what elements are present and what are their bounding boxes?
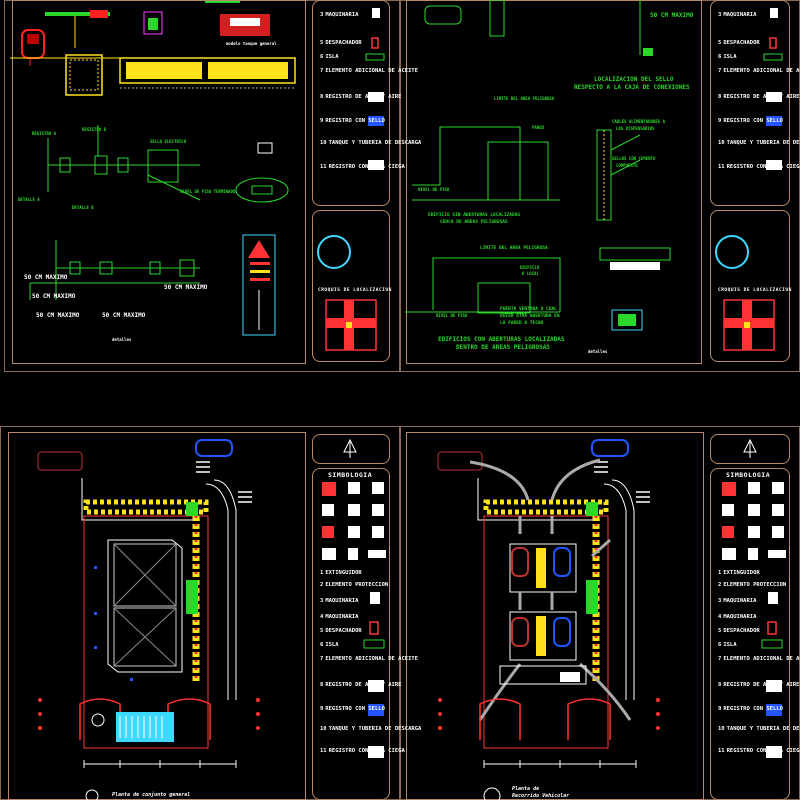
title-block-info-top-left [312,210,390,362]
site-plan-caption: Planta de conjunto general [112,792,191,798]
puerta-label-3: LA PARED O TECHO [500,321,544,326]
limit-area-label-2: LIMITE DEL AREA PELIGROSA [480,246,548,251]
sello-electrico-label: SELLO ELECTRICO [150,139,187,144]
drawing-caption-top-left: detalles [112,337,132,342]
route-plan-caption-2: Recorrido Vehicular [512,793,570,799]
title-block-header-bottom-right [710,434,790,464]
max50-label-4: 50 CM MAXIMO [36,312,80,319]
max50-label-3: 50 CM MAXIMO [164,284,208,291]
edificio-label-2: O LOCAL [522,271,539,276]
bottom-title-2: DENTRO DE AREAS PELIGROSAS [456,344,550,351]
title-block-header-bottom-left [312,434,390,464]
drawing-caption-top-right: detalles [588,349,608,354]
bottom-title-1: EDIFICIOS CON ABERTURAS LOCALIZADAS [438,336,565,343]
edificios-label-1: EDIFICIO SIN ABERTURAS LOCALIZADAS [428,213,521,218]
edificio-label: EDIFICIO [520,265,540,270]
detail-b-label: DETALLE B [72,205,94,210]
croquis-title-top-right: CROQUIS DE LOCALIZACION [718,288,792,293]
max50-label: 50 CM MAXIMO [650,12,694,19]
sellos-label: SELLOS CON CEMENTO [612,156,656,161]
nivel-piso-label-tr-2: NIVEL DE PISO [436,313,468,318]
detail-a-label: DETALLE A [18,197,40,202]
title-block-legend-top-left [312,0,390,206]
seal-location-title-1: LOCALIZACION DEL SELLO [594,76,674,83]
tank-caption: modelo tanque general [226,41,277,46]
sellos-label-2: COMPUESTO [616,163,638,168]
pared-label: PARED [532,125,545,130]
route-plan-caption-1: Planta de [512,786,540,792]
drawing-frame-top-right [406,0,702,364]
register-a-label: REGISTRO A [32,131,57,136]
edificios-label-2: CERCA DE AREAS PELIGROSAS [440,220,508,225]
limit-area-label: LIMITE DEL AREA PELIGROSA [494,96,555,101]
croquis-title-top-left: CROQUIS DE LOCALIZACION [318,288,392,293]
title-block-legend-top-right [710,0,790,206]
title-block-info-top-right [710,210,790,362]
puerta-label-1: PUERTA VENTANA O CUAL [500,307,557,312]
max50-label-1: 50 CM MAXIMO [24,274,68,281]
seal-location-title-2: RESPECTO A LA CAJA DE CONEXIONES [574,84,690,91]
max50-label-2: 50 CM MAXIMO [32,293,76,300]
cables-label-1: CABLES ALIMENTADORES A [612,119,665,124]
symbology-title-bottom-left: SIMBOLOGIA [328,471,373,479]
cables-label-2: LOS DISPENSARIOS [616,126,655,131]
register-b-label: REGISTRO B [82,127,107,132]
puerta-label-2: QUIER OTRA ABERTURA EN [500,314,560,319]
nivel-piso-label-tr: NIVEL DE PISO [418,187,450,192]
drawing-frame-top-left [12,0,306,364]
symbology-title-bottom-right: SIMBOLOGIA [726,471,771,479]
max50-label-5: 50 CM MAXIMO [102,312,146,319]
nivel-piso-label: NIVEL DE PISO TERMINADO [180,189,236,194]
